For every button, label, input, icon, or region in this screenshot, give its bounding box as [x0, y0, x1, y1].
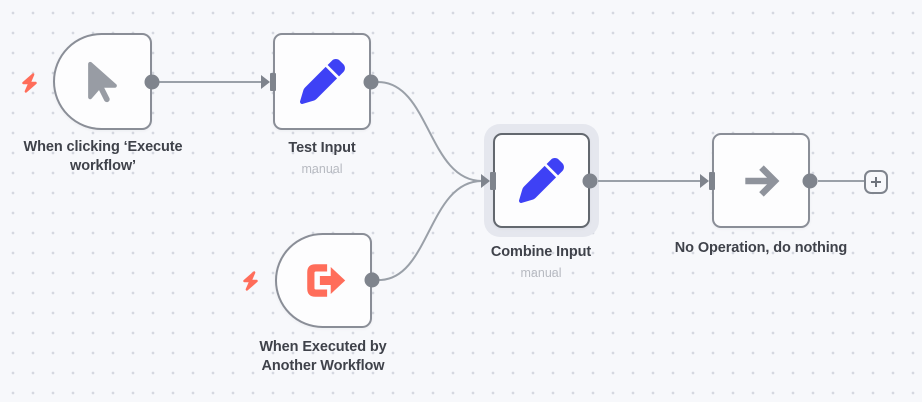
input-port-test-input [270, 73, 276, 91]
lightning-bolt-icon [22, 73, 37, 93]
add-node-button[interactable] [864, 170, 888, 194]
node-when-clicking-execute-workflow[interactable] [53, 33, 152, 130]
output-port-noop[interactable] [802, 173, 818, 189]
node-label-workflow-trigger: When Executed by Another Workflow [259, 339, 387, 374]
output-port-test-input[interactable] [363, 74, 379, 90]
node-test-input[interactable] [273, 33, 371, 130]
output-port-manual-trigger[interactable] [144, 74, 160, 90]
input-arrowhead-icon [481, 174, 490, 188]
lightning-bolt-icon [243, 271, 258, 291]
output-port-combine-input[interactable] [582, 173, 598, 189]
cursor-pointer-icon [88, 61, 117, 102]
pencil-icon [299, 59, 345, 104]
node-label-noop: No Operation, do nothing [674, 240, 848, 256]
node-label-test-input: Test Input manual [288, 140, 356, 176]
node-label-manual-trigger: When clicking ‘Execute workflow’ [23, 139, 183, 174]
arrow-right-icon [745, 164, 780, 197]
pencil-icon [519, 158, 564, 203]
plus-icon [871, 177, 881, 187]
output-port-workflow-trigger[interactable] [364, 272, 380, 288]
input-port-noop [709, 172, 715, 190]
exit-arrow-icon [307, 264, 346, 297]
node-combine-input[interactable] [493, 133, 590, 228]
input-arrowhead-icon [700, 174, 709, 188]
node-when-executed-by-another-workflow[interactable] [275, 233, 372, 328]
connection-workflowtrigger-combineinput[interactable] [378, 180, 483, 281]
input-port-combine-input [490, 172, 496, 190]
input-arrowhead-icon [261, 75, 270, 89]
node-no-operation[interactable] [712, 133, 810, 228]
node-label-combine-input: Combine Input manual [490, 244, 592, 280]
connection-testinput-combineinput[interactable] [377, 81, 483, 182]
